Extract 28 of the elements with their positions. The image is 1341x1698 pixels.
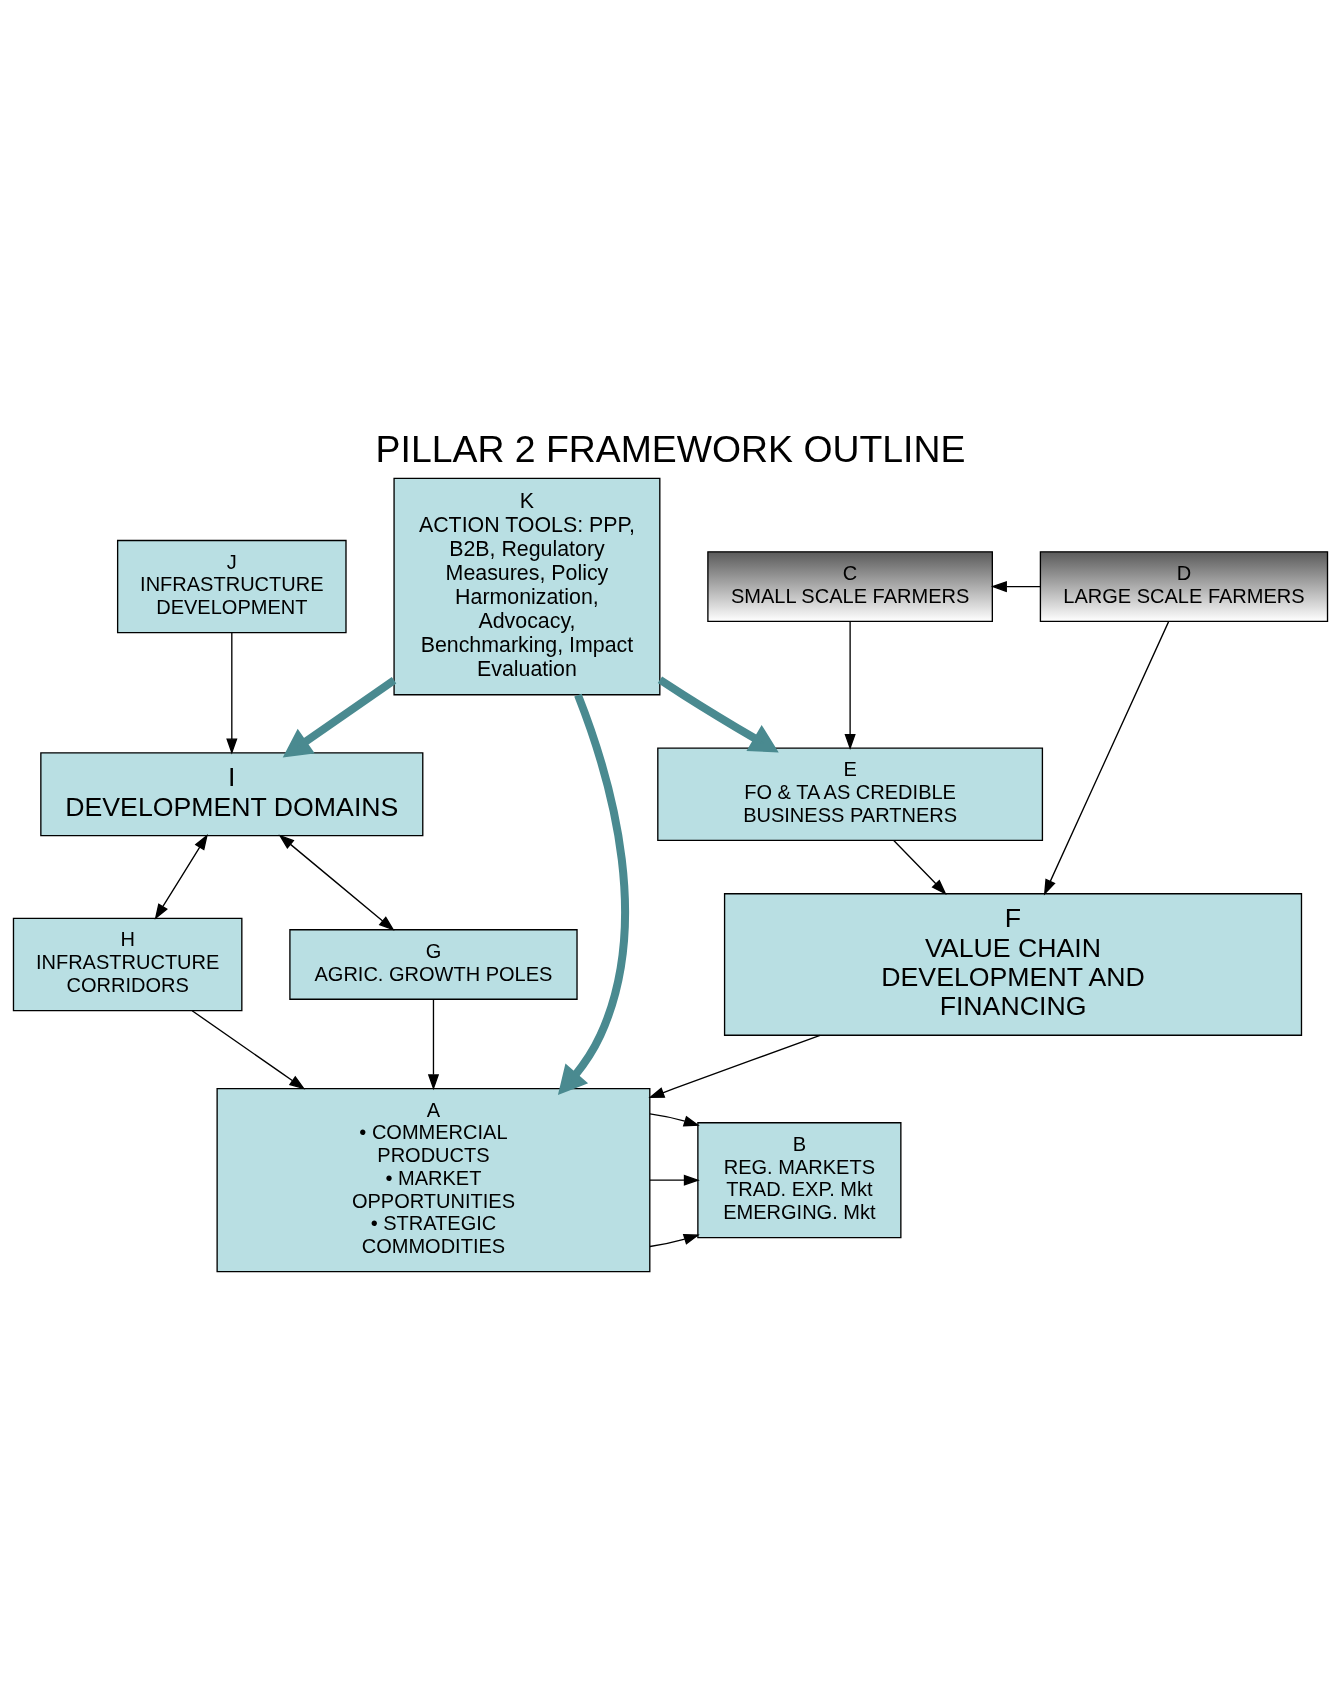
arrow <box>893 839 947 895</box>
node-box: A • COMMERCIAL PRODUCTS • MARKET OPPORTUNITIES • STRATEGIC COMMODITIES <box>216 1088 651 1273</box>
node-box: K ACTION TOOLS: PPP, B2B, Regulatory Measures, Policy Harmonization, Advocacy, Benchmarking, Impact Evaluation <box>393 477 661 696</box>
diagram-title: PILLAR 2 FRAMEWORK OUTLINE <box>375 427 966 470</box>
node-box: C SMALL SCALE FARMERS <box>707 551 993 622</box>
arrow <box>282 676 397 758</box>
arrow <box>1043 621 1170 896</box>
node-box: H INFRASTRUCTURE CORRIDORS <box>12 917 243 1012</box>
node-box: I DEVELOPMENT DOMAINS <box>40 752 424 837</box>
node-box: B REG. MARKETS TRAD. EXP. Mkt EMERGING. Mkt <box>697 1122 902 1239</box>
arrow <box>226 632 238 755</box>
node-box: F VALUE CHAIN DEVELOPMENT AND FINANCING <box>723 893 1303 1036</box>
arrow <box>191 1010 306 1090</box>
arrow <box>649 1174 700 1186</box>
node-box: G AGRIC. GROWTH POLES <box>289 929 578 1000</box>
arrow <box>649 1113 700 1127</box>
arrow <box>657 676 779 753</box>
arrow <box>844 620 856 751</box>
arrow <box>557 693 629 1095</box>
arrow <box>649 1233 700 1248</box>
node-box: E FO & TA AS CREDIBLE BUSINESS PARTNERS <box>657 747 1044 841</box>
arrow <box>648 1034 821 1099</box>
node-box: D LARGE SCALE FARMERS <box>1039 551 1329 622</box>
arrow <box>990 580 1041 593</box>
node-box: J INFRASTRUCTURE DEVELOPMENT <box>116 539 347 634</box>
arrow <box>278 834 395 931</box>
arrow <box>154 834 208 920</box>
arrow <box>427 998 440 1091</box>
